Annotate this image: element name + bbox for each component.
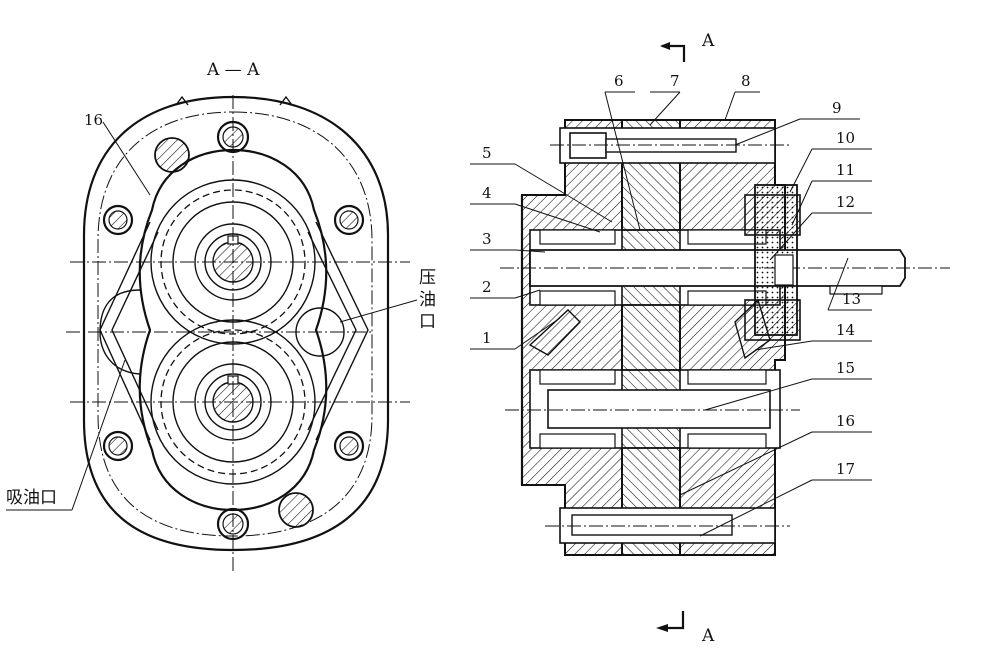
lower-left-bearing-top — [539, 369, 616, 385]
lower-right-bearing-bottom — [687, 433, 767, 449]
drive-shaft — [529, 249, 906, 287]
pressure-relief-inner — [307, 231, 357, 431]
bolt-lower-left — [102, 430, 134, 462]
left-label-16: 16 — [84, 111, 103, 129]
section-mark-bottom: A — [701, 626, 715, 646]
left-leader-16 — [102, 121, 151, 196]
upper-left-bearing-bottom — [539, 290, 616, 306]
suction-port-label: 吸油口 — [6, 488, 57, 508]
section-mark-top: A — [701, 31, 715, 51]
longitudinal-section-view: A A — [470, 31, 950, 646]
housing-notch-left — [175, 95, 189, 106]
bolt-bottom — [216, 507, 250, 541]
suction-relief-edge — [99, 221, 151, 441]
gear-chamber — [138, 148, 328, 512]
pressure-port-char-1: 压 — [419, 268, 436, 288]
bolt-circle-line — [97, 111, 373, 537]
suction-port-leader — [71, 359, 126, 511]
section-a-a-view: A — A — [6, 60, 436, 572]
right-oil-passage — [734, 298, 771, 360]
upper-left-bearing-top — [539, 229, 616, 245]
dowel-pin-bottom-right — [278, 492, 314, 528]
part-label-14: 14 — [836, 321, 855, 339]
part-label-9: 9 — [832, 99, 842, 117]
pressure-relief-edge — [315, 221, 369, 441]
part-label-16: 16 — [836, 412, 855, 430]
part-label-1: 1 — [482, 329, 492, 347]
bolt-lower-right — [333, 430, 365, 462]
driven-shaft — [547, 389, 771, 429]
seal-retainer-bottom — [744, 299, 801, 341]
bolt-upper-left — [102, 204, 134, 236]
dowel-pin-top-left — [154, 137, 190, 173]
pump-body-center — [621, 119, 681, 556]
part-label-7: 7 — [670, 72, 680, 90]
part-label-6: 6 — [614, 72, 624, 90]
part-label-15: 15 — [836, 359, 855, 377]
section-mark-top-arrow — [662, 44, 686, 62]
section-title: A — A — [206, 60, 260, 80]
bolt-top — [216, 120, 250, 154]
section-mark-bottom-arrow — [660, 611, 685, 630]
pump-housing-outline — [82, 95, 390, 552]
right-leaders — [470, 91, 872, 537]
section-mark-top-arrowhead — [660, 42, 670, 50]
pressure-port-char-2: 油 — [419, 290, 436, 310]
pressure-port-leader — [339, 299, 418, 323]
seal-gap — [774, 254, 794, 286]
lower-left-bearing-bottom — [539, 433, 616, 449]
suction-relief-inner — [111, 231, 159, 431]
part-label-2: 2 — [482, 278, 492, 296]
part-label-17: 17 — [836, 460, 855, 478]
part-label-4: 4 — [482, 184, 492, 202]
lower-right-bearing-top — [687, 369, 767, 385]
part-label-12: 12 — [836, 193, 855, 211]
part-label-13: 13 — [842, 290, 861, 308]
shaft-keyway — [829, 285, 883, 295]
part-label-10: 10 — [836, 129, 855, 147]
part-label-8: 8 — [741, 72, 751, 90]
front-cover-body — [521, 119, 623, 556]
bottom-dowel — [571, 514, 733, 536]
bolt-upper-right — [333, 204, 365, 236]
housing-notch-right — [279, 95, 293, 106]
part-label-11: 11 — [836, 161, 855, 179]
seal-retainer-top — [744, 194, 801, 236]
pressure-port-char-3: 口 — [419, 312, 436, 332]
section-mark-bottom-arrowhead — [656, 624, 668, 632]
part-label-5: 5 — [482, 144, 492, 162]
part-label-3: 3 — [482, 230, 492, 248]
